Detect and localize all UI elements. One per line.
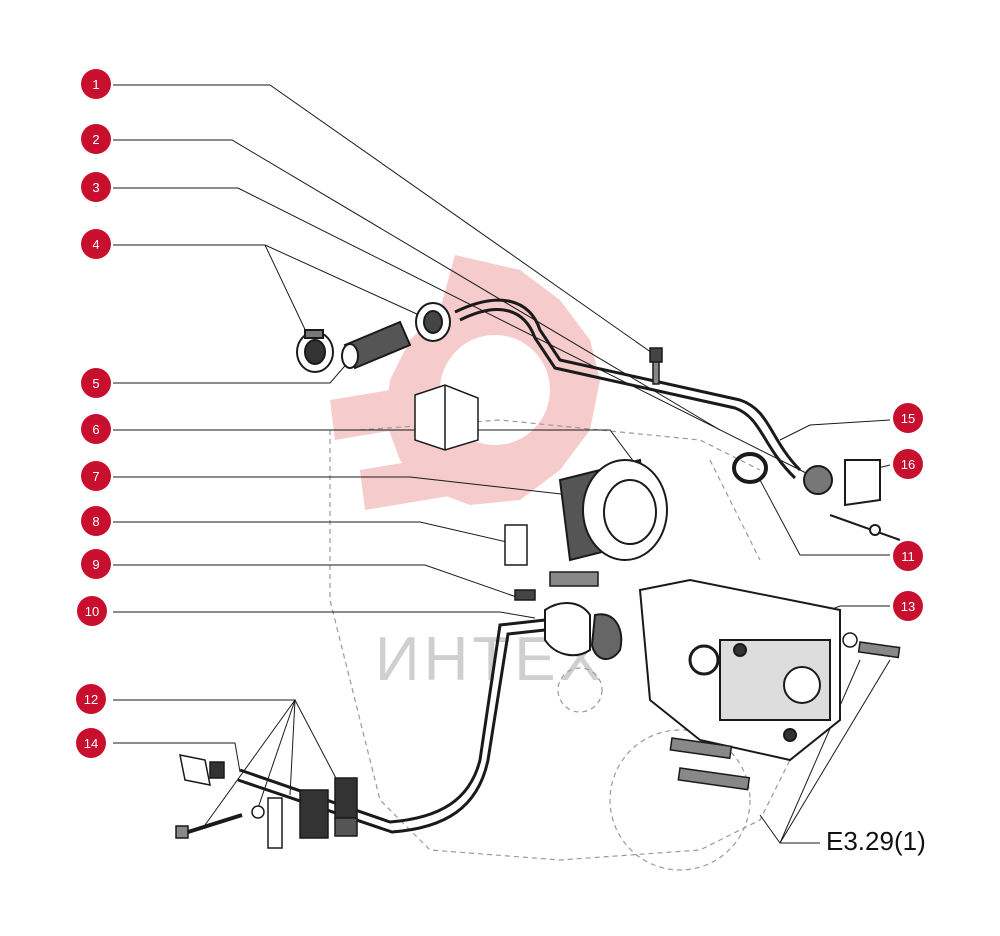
leader-line-2 bbox=[113, 139, 721, 431]
seal-ring-part bbox=[732, 452, 768, 484]
hose-end-fitting-part bbox=[179, 754, 225, 786]
leader-line-11 bbox=[759, 479, 890, 556]
callout-7: 7 bbox=[81, 461, 111, 491]
clamp-bolt-part bbox=[175, 813, 243, 839]
svg-text:12: 12 bbox=[84, 692, 98, 707]
svg-text:1: 1 bbox=[92, 77, 99, 92]
banjo-bolt-part bbox=[649, 347, 663, 385]
return-tube-part bbox=[237, 618, 546, 834]
svg-text:6: 6 bbox=[92, 422, 99, 437]
svg-text:8: 8 bbox=[92, 514, 99, 529]
leader-line-12d bbox=[294, 699, 339, 783]
callout-3: 3 bbox=[81, 172, 111, 202]
leader-line-12c bbox=[289, 699, 296, 796]
svg-text:11: 11 bbox=[901, 549, 915, 564]
svg-text:4: 4 bbox=[92, 237, 99, 252]
hose-clamp-part bbox=[296, 329, 334, 373]
leader-line-6 bbox=[113, 429, 641, 471]
hose-clamp-part-2 bbox=[415, 302, 451, 342]
svg-text:15: 15 bbox=[901, 411, 915, 426]
leader-line-9 bbox=[113, 564, 526, 601]
leader-line-10 bbox=[113, 611, 536, 619]
leader-lines bbox=[113, 84, 891, 844]
svg-text:14: 14 bbox=[84, 736, 98, 751]
callout-6: 6 bbox=[81, 414, 111, 444]
callout-1: 1 bbox=[81, 69, 111, 99]
callout-9: 9 bbox=[81, 549, 111, 579]
adapter-flange-part bbox=[558, 458, 668, 562]
sender-unit-part bbox=[414, 384, 479, 451]
leader-line-ref-b bbox=[779, 659, 861, 844]
leader-line-4a bbox=[113, 244, 311, 341]
callout-15: 15 bbox=[893, 403, 923, 433]
leader-line-8 bbox=[113, 521, 521, 546]
leader-line-4b bbox=[264, 244, 431, 321]
oil-pipe-part bbox=[454, 298, 802, 480]
callout-13: 13 bbox=[893, 591, 923, 621]
svg-text:3: 3 bbox=[92, 180, 99, 195]
callout-11: 11 bbox=[893, 541, 923, 571]
hydraulic-pump-part bbox=[638, 578, 841, 762]
svg-text:9: 9 bbox=[92, 557, 99, 572]
callout-14: 14 bbox=[76, 728, 106, 758]
leader-line-15 bbox=[779, 419, 891, 441]
pipe-fitting-bracket-part bbox=[803, 459, 901, 541]
hose-sleeve-part bbox=[341, 320, 412, 370]
pump-mounting-bolts-part bbox=[669, 632, 901, 791]
callout-10: 10 bbox=[77, 596, 107, 626]
callout-2: 2 bbox=[81, 124, 111, 154]
callout-8: 8 bbox=[81, 506, 111, 536]
callout-4: 4 bbox=[81, 229, 111, 259]
svg-text:16: 16 bbox=[901, 457, 915, 472]
leader-line-1 bbox=[113, 84, 656, 356]
leader-line-ref-c bbox=[779, 659, 891, 844]
callout-16: 16 bbox=[893, 449, 923, 479]
figure-reference-label: E3.29(1) bbox=[826, 826, 926, 856]
tube-clamp-blocks-part bbox=[251, 777, 358, 849]
svg-text:13: 13 bbox=[901, 599, 915, 614]
svg-text:10: 10 bbox=[85, 604, 99, 619]
callout-12: 12 bbox=[76, 684, 106, 714]
leader-line-5 bbox=[113, 359, 351, 384]
engine-block-outline bbox=[329, 419, 821, 871]
callout-5: 5 bbox=[81, 368, 111, 398]
pipe-bracket-part bbox=[544, 602, 623, 660]
svg-text:7: 7 bbox=[92, 469, 99, 484]
union-fitting-part bbox=[504, 524, 599, 601]
svg-text:2: 2 bbox=[92, 132, 99, 147]
leader-line-14 bbox=[113, 742, 241, 773]
svg-text:5: 5 bbox=[92, 376, 99, 391]
leader-line-7 bbox=[113, 476, 571, 496]
